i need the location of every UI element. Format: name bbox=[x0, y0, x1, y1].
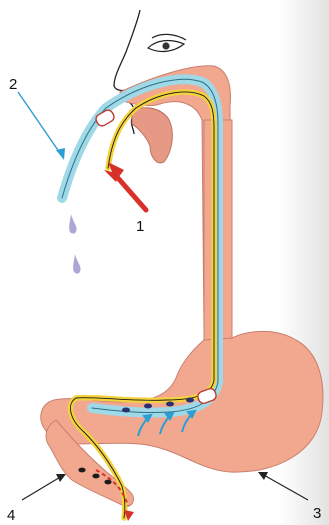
liquid-drop-icon bbox=[69, 214, 76, 234]
label-3: 3 bbox=[313, 506, 321, 521]
label-4-pointer bbox=[22, 474, 66, 500]
eyebrow bbox=[152, 34, 186, 40]
label-1: 1 bbox=[136, 219, 144, 234]
label-3-pointer bbox=[258, 472, 308, 500]
label-4: 4 bbox=[7, 508, 15, 523]
label-2: 2 bbox=[9, 77, 17, 92]
liquid-drop-icon bbox=[73, 254, 80, 274]
label-2-pointer bbox=[18, 92, 65, 160]
tongue bbox=[132, 108, 172, 163]
eye-pupil bbox=[162, 42, 169, 49]
